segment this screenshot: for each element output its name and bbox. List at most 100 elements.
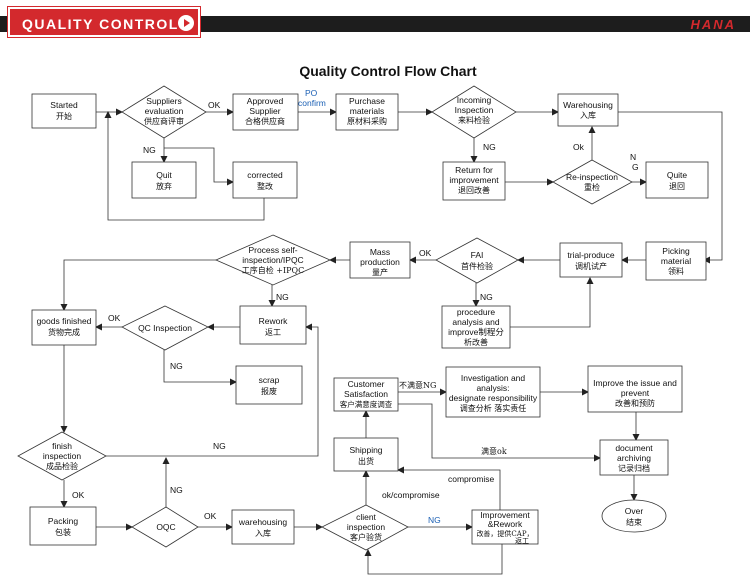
edge-label-ng: NG [276,292,289,302]
node-label-cn: 包装 [55,527,71,537]
edge-label-po: PO [305,88,318,98]
node-approved-supplier[interactable]: Approved Supplier 合格供应商 [232,93,299,131]
node-procedure-analysis[interactable]: procedure analysis and improve制程分 析改善 [441,305,511,349]
node-scrap[interactable]: scrap 报废 [235,365,303,405]
node-label-cn: 开始 [56,111,72,121]
node-label: improve制程分 [448,327,504,337]
node-investigation[interactable]: Investigation and analysis: designate re… [445,366,541,418]
node-oqc[interactable]: OQC [131,506,199,548]
node-label: Approved [247,96,284,106]
connectors [60,108,723,575]
node-label-cn: 重检 [584,182,600,192]
node-reinspection[interactable]: Re-inspection 重检 [552,159,633,205]
edge-label-ng: NG [170,361,183,371]
edge-label-ng: NG [428,515,441,525]
node-label: Warehousing [563,100,613,110]
node-label: goods finished [37,316,92,326]
node-label: archiving [617,453,651,463]
play-circle-icon[interactable] [178,15,194,31]
edge-label-ok-compromise: ok/compromise [382,490,440,500]
node-corrected[interactable]: corrected 整改 [232,161,298,199]
edge-qc-scrap [163,350,237,386]
node-label: Improve the issue and [593,378,677,388]
node-quite[interactable]: Quite 退回 [645,161,709,199]
node-client-inspection[interactable]: client inspection 客户验货 [321,504,409,551]
node-finish-inspection[interactable]: finish inspection 成品检验 [17,431,107,481]
node-label: improvement [449,175,499,185]
node-label-cn: 货物完成 [48,327,80,337]
node-packing[interactable]: Packing 包装 [29,506,97,546]
node-over[interactable]: Over 结束 [601,499,667,533]
node-incoming-inspection[interactable]: Incoming Inspection 来料检验 [431,85,517,139]
node-label-cn: 结束 [626,517,642,527]
node-label-cn: 记录归档 [618,463,650,473]
node-label: document [615,443,653,453]
edge-label-ok: OK [72,490,85,500]
node-label: Satisfaction [344,389,388,399]
edge-label-ok: Ok [573,142,585,152]
node-label: Customer [348,379,385,389]
edge-label-ng: NG [480,292,493,302]
edge-label-ng: NG [483,142,496,152]
node-return-improvement[interactable]: Return for improvement 退回改善 [442,161,506,201]
node-label-cn: 成品检验 [46,461,78,471]
node-label-cn: 领料 [668,266,684,276]
node-label: FAI [471,250,484,260]
badge-label: QUALITY CONTROL [22,16,179,32]
node-qc-inspection[interactable]: QC Inspection [121,305,209,351]
node-label: &Rework [488,519,523,529]
node-label-cn: 客户验货 [350,532,382,542]
node-label: warehousing [238,517,287,527]
node-label: Improvement [480,510,530,520]
edge-label-ng: NG [143,145,156,155]
node-label-cn: 来料检验 [458,115,490,125]
edge-label-unsatisfied: 不满意NG [399,380,436,390]
node-shipping[interactable]: Shipping 出货 [333,437,399,472]
node-label: Process self- [248,245,297,255]
node-mass-production[interactable]: Mass production 量产 [349,241,411,279]
node-trial-produce[interactable]: trial-produce 调机试产 [559,242,623,278]
node-label: prevent [621,388,650,398]
edge-suppliers-corrected [164,147,234,186]
node-label: Picking [662,246,690,256]
node-started[interactable]: Started 开始 [31,93,97,129]
node-label-cn: 调机试产 [575,261,607,271]
node-label-cn: 出货 [358,456,374,466]
edge-procedure-trial [510,277,594,328]
node-label: Over [625,506,644,516]
edge-finish-rework [106,323,319,457]
node-rework[interactable]: Rework 返工 [239,305,307,345]
node-warehousing-final[interactable]: warehousing 入库 [231,509,295,545]
edge-label-satisfied: 满意ok [481,446,507,456]
node-purchase-materials[interactable]: Purchase materials 原材料采购 [335,93,399,131]
node-fai[interactable]: FAI 首件检验 [435,237,519,284]
node-warehousing[interactable]: Warehousing 入库 [557,93,619,127]
node-label: Started [50,100,78,110]
node-goods-finished[interactable]: goods finished 货物完成 [31,309,97,346]
node-improvement-rework[interactable]: Improvement &Rework 改善，提供CAP， 返工 [471,509,539,545]
node-label-cn: 调查分析 落实责任 [460,403,527,413]
node-label: Return for [455,165,493,175]
edge-improvement-client [364,544,503,575]
node-label: Supplier [249,106,280,116]
node-label-cn: 客户满意度调查 [340,399,393,409]
brand-logo: HANA [690,17,736,32]
node-suppliers-evaluation[interactable]: Suppliers evaluation 供应商评审 [121,85,207,139]
node-label: QC Inspection [138,323,192,333]
node-picking-material[interactable]: Picking material 领料 [645,241,707,281]
node-label: analysis and [452,317,500,327]
node-improve-issue[interactable]: Improve the issue and prevent 改善和预防 [587,365,683,413]
node-label-cn: 合格供应商 [245,116,285,126]
node-document-archiving[interactable]: document archiving 记录归档 [599,439,669,476]
node-quit[interactable]: Quit 放弃 [131,161,197,199]
node-label: Inspection [455,105,494,115]
node-label: designate responsibility [449,393,538,403]
edge-label-ng-g: G [632,162,639,172]
node-process-inspection[interactable]: Process self- inspection/IPQC 工序自检 +IPQC [215,234,331,286]
quality-control-badge[interactable]: QUALITY CONTROL [7,6,201,38]
edge-label-ok: OK [419,248,432,258]
node-customer-satisfaction[interactable]: Customer Satisfaction 客户满意度调查 [333,377,399,412]
edge-label-ok: OK [204,511,217,521]
node-label: Suppliers [146,96,181,106]
